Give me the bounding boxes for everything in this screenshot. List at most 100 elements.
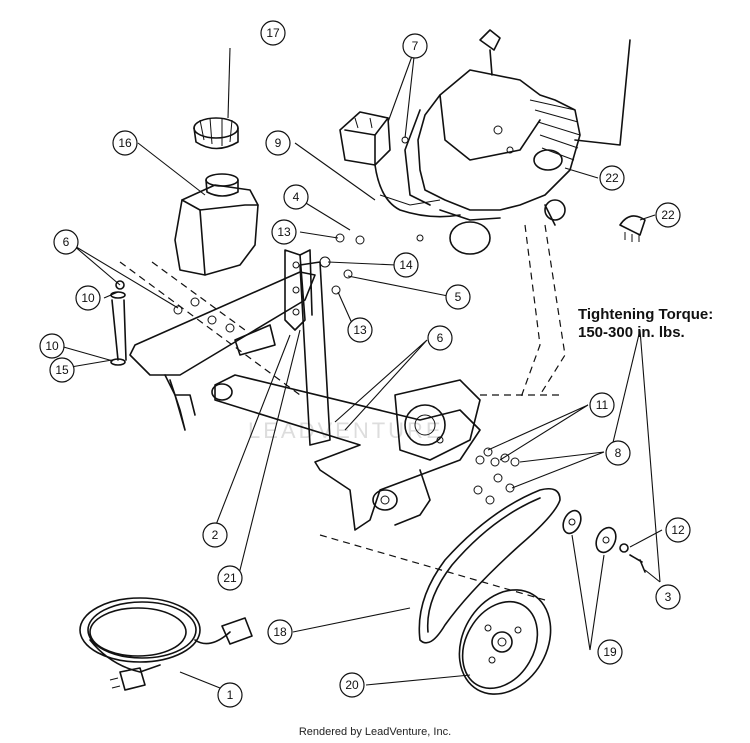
drive-belt: [418, 487, 561, 644]
callout-label: 22: [661, 208, 675, 222]
callout-8: 8: [605, 440, 631, 466]
callout-label: 10: [81, 291, 95, 305]
callout-19: 19: [597, 639, 623, 665]
callout-11: 11: [589, 392, 615, 418]
callout-3: 3: [655, 584, 681, 610]
callout-circle: [53, 229, 79, 255]
callout-circle: [427, 325, 453, 351]
callout-label: 4: [293, 190, 300, 204]
callout-label: 14: [399, 258, 413, 272]
callout-circle: [402, 33, 428, 59]
callout-label: 9: [275, 136, 282, 150]
callout-label: 7: [412, 39, 419, 53]
callout-label: 19: [603, 645, 617, 659]
callout-label: 20: [345, 678, 359, 692]
callout-20: 20: [339, 672, 365, 698]
switch-box: [339, 111, 409, 166]
callout-13: 13: [271, 219, 297, 245]
callout-circle: [597, 639, 623, 665]
callout-circle: [589, 392, 615, 418]
callout-14: 14: [393, 252, 419, 278]
callout-label: 21: [223, 571, 237, 585]
callout-circle: [605, 440, 631, 466]
leader-lines: [59, 47, 663, 691]
callout-16: 16: [112, 130, 138, 156]
callout-circle: [445, 284, 471, 310]
drive-pulley: [458, 589, 552, 695]
callout-circle: [217, 682, 243, 708]
callout-label: 16: [118, 136, 132, 150]
callout-10: 10: [39, 333, 65, 359]
engine-assembly: [404, 29, 631, 255]
frame-bracket: [129, 249, 316, 431]
callout-label: 15: [55, 363, 69, 377]
torque-note-line2: 150-300 in. lbs.: [578, 324, 685, 341]
callout-label: 2: [212, 528, 219, 542]
callout-circle: [112, 130, 138, 156]
callout-2: 2: [202, 522, 228, 548]
callout-circle: [271, 219, 297, 245]
callout-1: 1: [217, 682, 243, 708]
callout-22: 22: [655, 202, 681, 228]
callout-label: 22: [605, 171, 619, 185]
callout-circle: [339, 672, 365, 698]
callout-circle: [49, 357, 75, 383]
callout-5: 5: [445, 284, 471, 310]
callout-circle: [665, 517, 691, 543]
callout-circle: [655, 202, 681, 228]
callout-circle: [283, 184, 309, 210]
callout-circle: [265, 130, 291, 156]
power-cord: [79, 597, 253, 691]
callout-22: 22: [599, 165, 625, 191]
callout-label: 3: [665, 590, 672, 604]
callout-21: 21: [217, 565, 243, 591]
footer-credit: Rendered by LeadVenture, Inc.: [298, 726, 452, 738]
assembly-dashed-lines: [119, 224, 566, 601]
callout-circle: [599, 165, 625, 191]
callout-label: 11: [596, 398, 609, 412]
callout-label: 12: [671, 523, 685, 537]
callout-13: 13: [347, 317, 373, 343]
fuel-tank: [174, 173, 259, 276]
callout-label: 17: [266, 26, 280, 40]
callout-label: 1: [227, 688, 234, 702]
callout-circle: [260, 20, 286, 46]
callout-circle: [393, 252, 419, 278]
callout-label: 6: [437, 331, 444, 345]
callout-circle: [655, 584, 681, 610]
pulley-halves: [562, 509, 646, 573]
torque-note: Tightening Torque: 150-300 in. lbs.: [578, 306, 713, 342]
callout-18: 18: [267, 619, 293, 645]
callout-circle: [217, 565, 243, 591]
callout-9: 9: [265, 130, 291, 156]
callout-circle: [347, 317, 373, 343]
callout-label: 18: [273, 625, 287, 639]
spark-plug-boot: [619, 215, 646, 242]
callout-7: 7: [402, 33, 428, 59]
callout-label: 8: [615, 446, 622, 460]
engine-mounting-bolts: [473, 447, 520, 505]
torque-note-line1: Tightening Torque:: [578, 306, 714, 323]
callout-4: 4: [283, 184, 309, 210]
callout-15: 15: [49, 357, 75, 383]
callout-circle: [75, 285, 101, 311]
callout-17: 17: [260, 20, 286, 46]
callout-circle: [202, 522, 228, 548]
callout-label: 6: [63, 235, 70, 249]
callout-label: 5: [455, 290, 462, 304]
main-frame: [211, 261, 481, 531]
watermark-text: LEADVENTURE: [248, 418, 444, 443]
callout-circle: [39, 333, 65, 359]
callout-10: 10: [75, 285, 101, 311]
callout-label: 13: [353, 323, 367, 337]
callout-label: 10: [45, 339, 59, 353]
callout-6: 6: [427, 325, 453, 351]
callout-label: 13: [277, 225, 291, 239]
callout-circle: [267, 619, 293, 645]
fuel-cap: [193, 117, 239, 150]
wiring-harness: [374, 164, 461, 242]
callout-layer: 1234566789101011121313141516171819202122…: [39, 20, 691, 708]
callout-12: 12: [665, 517, 691, 543]
